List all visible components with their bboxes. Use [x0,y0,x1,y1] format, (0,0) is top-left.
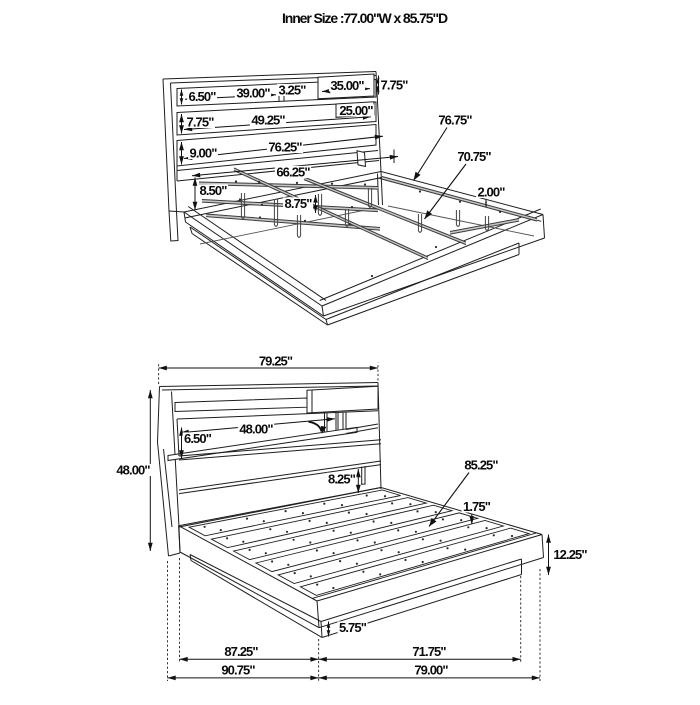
svg-text:76.75": 76.75" [438,113,472,128]
svg-text:79.25": 79.25" [259,354,293,369]
svg-text:7.75": 7.75" [187,115,215,130]
svg-text:8.50": 8.50" [200,183,228,198]
svg-text:87.25": 87.25" [224,644,258,659]
svg-text:48.00": 48.00" [239,422,273,437]
svg-text:7.75": 7.75" [381,78,409,93]
svg-text:9.00": 9.00" [190,146,218,161]
svg-text:71.75": 71.75" [412,644,446,659]
svg-text:3.25": 3.25" [279,83,307,98]
svg-text:76.25": 76.25" [268,140,302,155]
svg-text:8.25": 8.25" [328,471,356,486]
svg-text:66.25": 66.25" [276,165,310,180]
svg-text:8.75": 8.75" [285,196,313,211]
svg-text:49.25": 49.25" [251,113,285,128]
svg-text:1.75": 1.75" [463,499,491,514]
svg-text:48.00": 48.00" [116,463,150,478]
svg-text:25.00": 25.00" [339,103,373,118]
svg-text:2.00": 2.00" [478,185,506,200]
svg-text:85.25": 85.25" [464,458,498,473]
svg-text:Inner Size :77.00"W x 85.75"D: Inner Size :77.00"W x 85.75"D [282,10,448,26]
svg-text:90.75": 90.75" [221,663,255,678]
svg-text:79.00": 79.00" [414,663,448,678]
svg-text:5.75": 5.75" [339,620,367,635]
svg-text:12.25": 12.25" [553,547,587,562]
svg-text:39.00": 39.00" [236,86,270,101]
svg-text:70.75": 70.75" [457,149,491,164]
svg-text:35.00": 35.00" [330,78,364,93]
svg-text:6.50": 6.50" [184,431,212,446]
svg-text:6.50": 6.50" [189,89,217,104]
